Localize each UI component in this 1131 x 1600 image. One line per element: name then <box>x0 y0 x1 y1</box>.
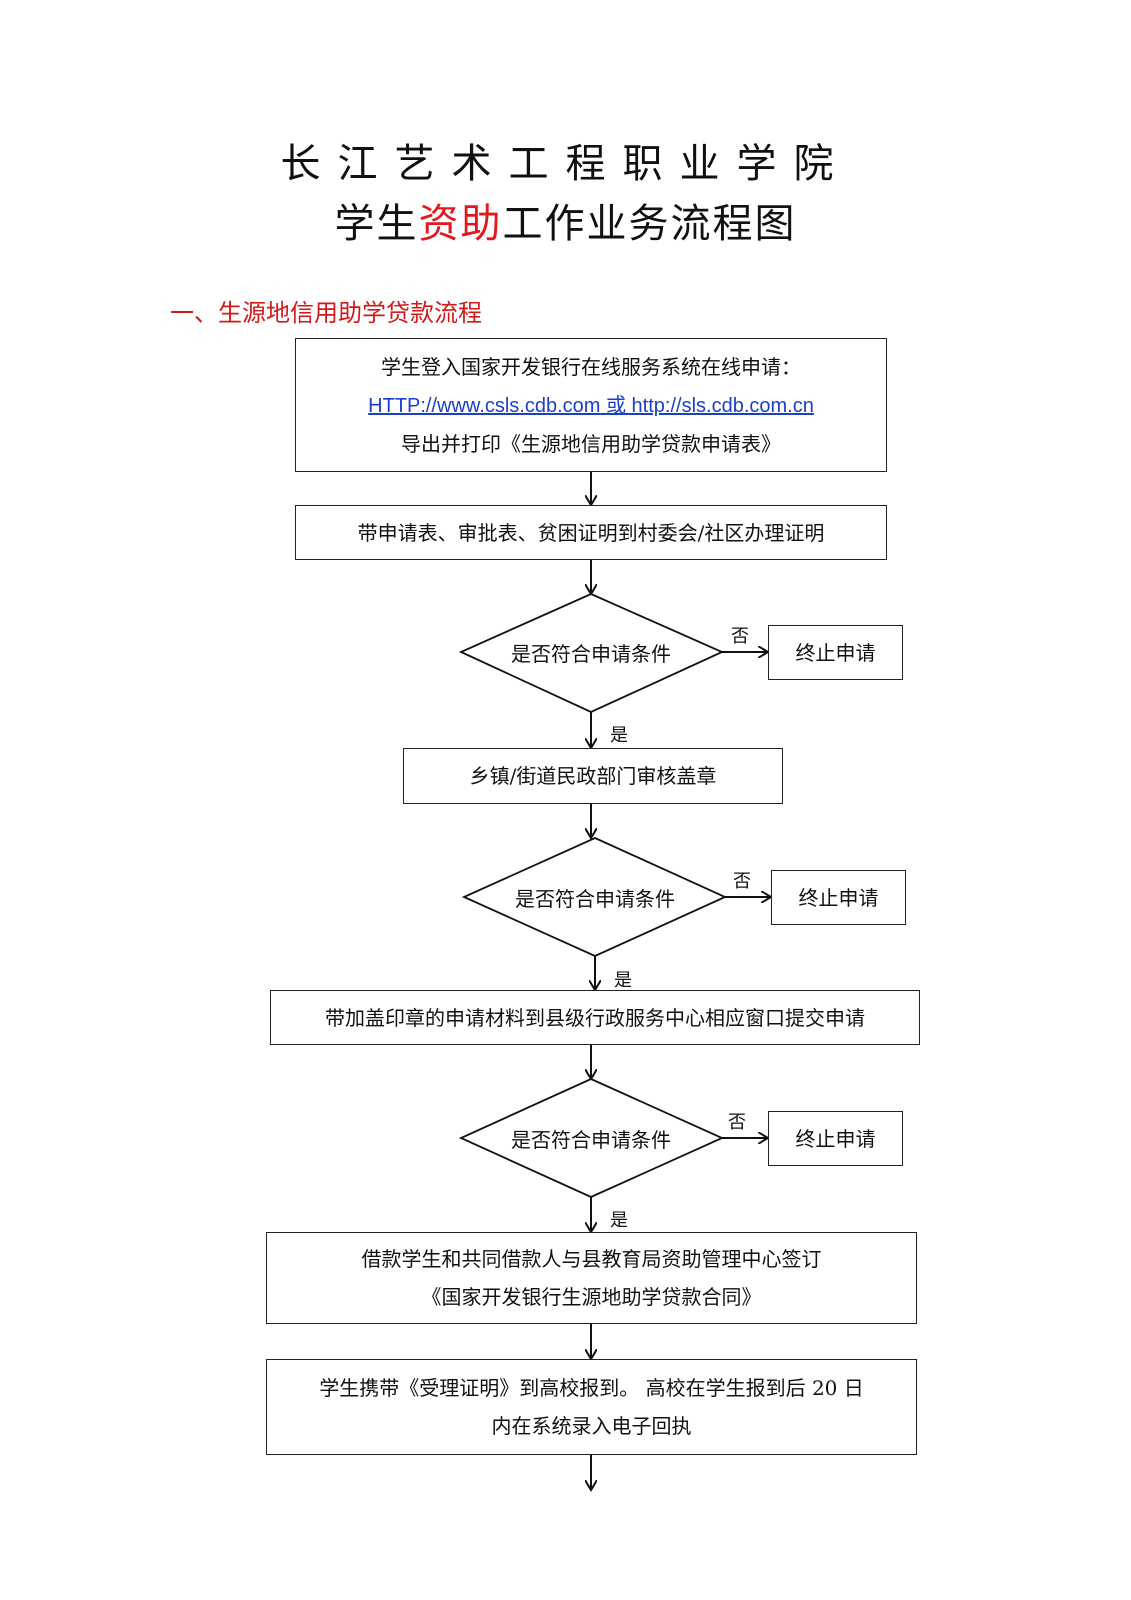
step2-text: 带申请表、审批表、贫困证明到村委会/社区办理证明 <box>357 520 825 545</box>
decision-2-label: 是否符合申请条件 <box>515 887 675 911</box>
step6-line1: 学生携带《受理证明》到高校报到。 高校在学生报到后 20 日 <box>319 1376 864 1400</box>
page-title: 长江艺术工程职业学院 <box>280 141 851 187</box>
terminate-box-1: 终止申请 <box>768 625 903 680</box>
step1-urls: HTTP://www.csls.cdb.com 或 http://sls.cdb… <box>368 386 814 425</box>
decision-3-label: 是否符合申请条件 <box>511 1128 671 1152</box>
step-village-certificate: 带申请表、审批表、贫困证明到村委会/社区办理证明 <box>295 505 887 560</box>
step-county-submission: 带加盖印章的申请材料到县级行政服务中心相应窗口提交申请 <box>270 990 920 1045</box>
or-text: 或 <box>600 394 632 417</box>
step1-line3: 导出并打印《生源地信用助学贷款申请表》 <box>401 431 781 456</box>
terminate-box-2: 终止申请 <box>771 870 906 925</box>
decision-2-no-label: 否 <box>733 871 751 892</box>
step-township-review: 乡镇/街道民政部门审核盖章 <box>403 748 783 804</box>
page-subtitle: 学生资助工作业务流程图 <box>0 200 1131 248</box>
step4-text: 带加盖印章的申请材料到县级行政服务中心相应窗口提交申请 <box>325 1005 865 1030</box>
step-report-to-school: 学生携带《受理证明》到高校报到。 高校在学生报到后 20 日 内在系统录入电子回… <box>266 1359 917 1455</box>
decision-diamond-1 <box>458 593 725 713</box>
terminate-box-3: 终止申请 <box>768 1111 903 1166</box>
step-online-application: 学生登入国家开发银行在线服务系统在线申请： HTTP://www.csls.cd… <box>295 338 887 472</box>
decision-1-label: 是否符合申请条件 <box>511 642 671 666</box>
step6-line2: 内在系统录入电子回执 <box>491 1414 692 1438</box>
terminate-3-text: 终止申请 <box>795 1126 876 1151</box>
terminate-2-text: 终止申请 <box>798 885 879 910</box>
section-heading: 一、生源地信用助学贷款流程 <box>170 299 482 327</box>
terminate-1-text: 终止申请 <box>795 640 876 665</box>
step5-line1: 借款学生和共同借款人与县教育局资助管理中心签订 <box>361 1247 822 1271</box>
decision-3-yes-label: 是 <box>610 1210 628 1231</box>
sls-link[interactable]: http://sls.cdb.com.cn <box>631 394 814 417</box>
decision-diamond-2 <box>461 837 728 957</box>
subtitle-highlight: 资助 <box>418 201 503 247</box>
decision-diamond-3 <box>458 1078 725 1198</box>
subtitle-part2: 工作业务流程图 <box>502 201 797 247</box>
decision-3-no-label: 否 <box>728 1112 746 1133</box>
step-sign-contract: 借款学生和共同借款人与县教育局资助管理中心签订 《国家开发银行生源地助学贷款合同… <box>266 1232 917 1324</box>
step3-text: 乡镇/街道民政部门审核盖章 <box>469 764 717 788</box>
decision-1-no-label: 否 <box>731 626 749 647</box>
step1-line1: 学生登入国家开发银行在线服务系统在线申请： <box>381 354 801 379</box>
csls-link[interactable]: HTTP://www.csls.cdb.com <box>368 394 601 417</box>
step5-line2: 《国家开发银行生源地助学贷款合同》 <box>421 1285 762 1309</box>
decision-1-yes-label: 是 <box>610 725 628 746</box>
subtitle-part1: 学生 <box>334 201 419 247</box>
decision-2-yes-label: 是 <box>614 970 632 991</box>
